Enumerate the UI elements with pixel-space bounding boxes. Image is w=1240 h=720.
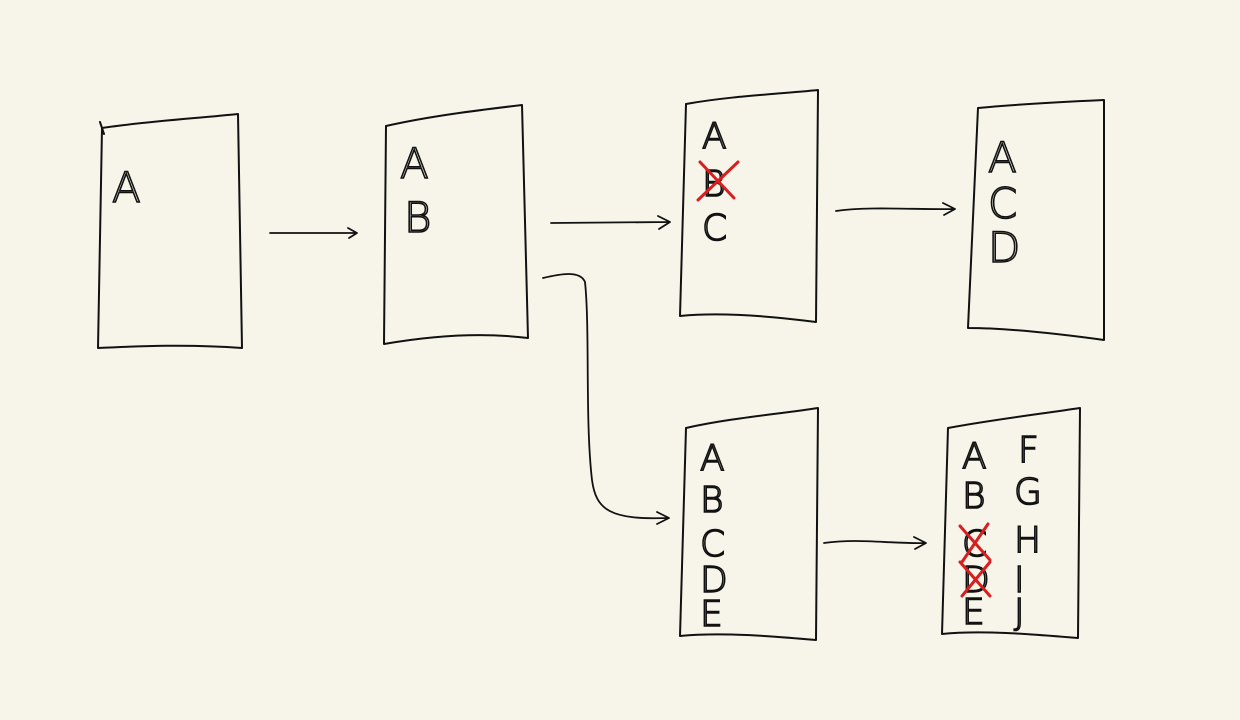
- box-5-letter: A: [700, 438, 725, 479]
- box-3-letter: A: [702, 116, 727, 157]
- box-6-letter: I: [1014, 560, 1025, 601]
- box-4-letter: C: [988, 179, 1017, 228]
- strikethrough-mark: [958, 560, 992, 598]
- arrow-box2-to-box3: [550, 215, 671, 230]
- box-1-letter: A: [112, 163, 141, 212]
- box-2-letter: A: [400, 139, 429, 188]
- arrow-box5-to-box6: [823, 536, 927, 550]
- box-6: A B C D E F G H I J: [941, 407, 1081, 639]
- edges: [269, 202, 956, 550]
- box-3-letter: C: [702, 208, 727, 249]
- box-4: A C D: [967, 99, 1105, 341]
- box-6-letter: A: [962, 436, 987, 477]
- box-6-letter: H: [1014, 520, 1041, 561]
- box-2-outline: [383, 104, 529, 345]
- box-6-letter: F: [1018, 430, 1039, 471]
- box-6-letter: B: [962, 476, 986, 517]
- box-5-outline: [679, 407, 819, 641]
- box-5: A B C D E: [679, 407, 819, 641]
- box-5-letter: D: [700, 560, 728, 601]
- box-5-letter: E: [700, 594, 723, 635]
- box-1: A: [97, 113, 243, 349]
- strikethrough-mark: [958, 522, 992, 564]
- box-5-letter: C: [700, 524, 725, 565]
- box-3-outline: [679, 89, 819, 323]
- box-6-letter: E: [962, 592, 985, 633]
- strikethrough-mark: [696, 160, 740, 202]
- box-6-letter: J: [1014, 592, 1025, 633]
- box-2-letter: B: [404, 193, 432, 242]
- arrow-box3-to-box4: [835, 202, 956, 216]
- arrow-box2-to-box5: [542, 273, 670, 525]
- box-6-outline: [941, 407, 1081, 639]
- box-2: A B: [383, 104, 529, 345]
- box-3: A B C: [679, 89, 819, 323]
- box-4-letter: D: [988, 223, 1020, 272]
- box-4-outline: [967, 99, 1105, 341]
- box-4-letter: A: [988, 133, 1017, 182]
- box-6-letter: G: [1014, 472, 1042, 513]
- arrow-box1-to-box2: [269, 227, 358, 239]
- box-5-letter: B: [700, 480, 724, 521]
- box-1-outline: [97, 113, 243, 349]
